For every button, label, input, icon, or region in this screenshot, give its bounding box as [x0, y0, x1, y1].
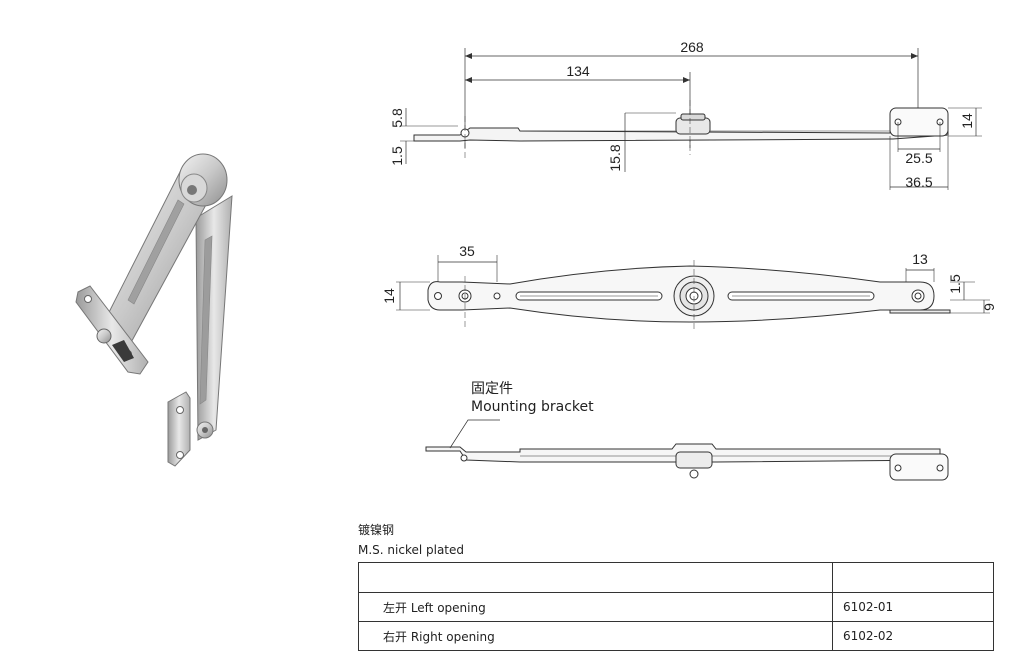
dim-plate: 1.5: [947, 274, 963, 294]
table-header-row: [358, 562, 994, 593]
dim-bracket-height: 14: [959, 113, 975, 129]
bracket-view: [425, 419, 949, 481]
dim-pivot: 134: [566, 63, 590, 79]
row-description: 右开 Right opening: [358, 621, 833, 651]
table-header-description: [358, 562, 833, 593]
bracket-callout-english: Mounting bracket: [471, 399, 594, 415]
dim-height: 15.8: [607, 144, 623, 171]
material-english: M.S. nickel plated: [358, 543, 465, 557]
dim-arm-width: 14: [381, 288, 397, 304]
top-view: [400, 48, 982, 190]
row-code: 6102-02: [832, 621, 994, 651]
row-code: 6102-01: [832, 592, 994, 622]
dim-overall: 268: [680, 39, 704, 55]
row-description: 左开 Left opening: [358, 592, 833, 622]
table-header-code: [832, 562, 994, 593]
dim-thickness: 5.8: [389, 108, 405, 128]
dim-bracket-width: 36.5: [905, 174, 932, 190]
dim-bracket-height-side: 9: [981, 303, 997, 311]
bracket-callout-chinese: 固定件: [471, 381, 513, 397]
material-note: 镀镍钢 M.S. nickel plated: [358, 520, 464, 560]
model-table: 左开 Left opening 6102-01 右开 Right opening…: [358, 562, 994, 651]
table-row: 左开 Left opening 6102-01: [358, 592, 994, 622]
bracket-callout: 固定件 Mounting bracket: [471, 380, 594, 416]
product-render: [75, 153, 233, 467]
dim-bracket-hole: 25.5: [905, 150, 932, 166]
dim-hole-spacing: 35: [459, 243, 475, 259]
side-view: [396, 255, 990, 332]
dim-end-offset: 13: [912, 251, 928, 267]
dim-offset: 1.5: [389, 146, 405, 166]
table-row: 右开 Right opening 6102-02: [358, 621, 994, 651]
material-chinese: 镀镍钢: [358, 523, 395, 537]
